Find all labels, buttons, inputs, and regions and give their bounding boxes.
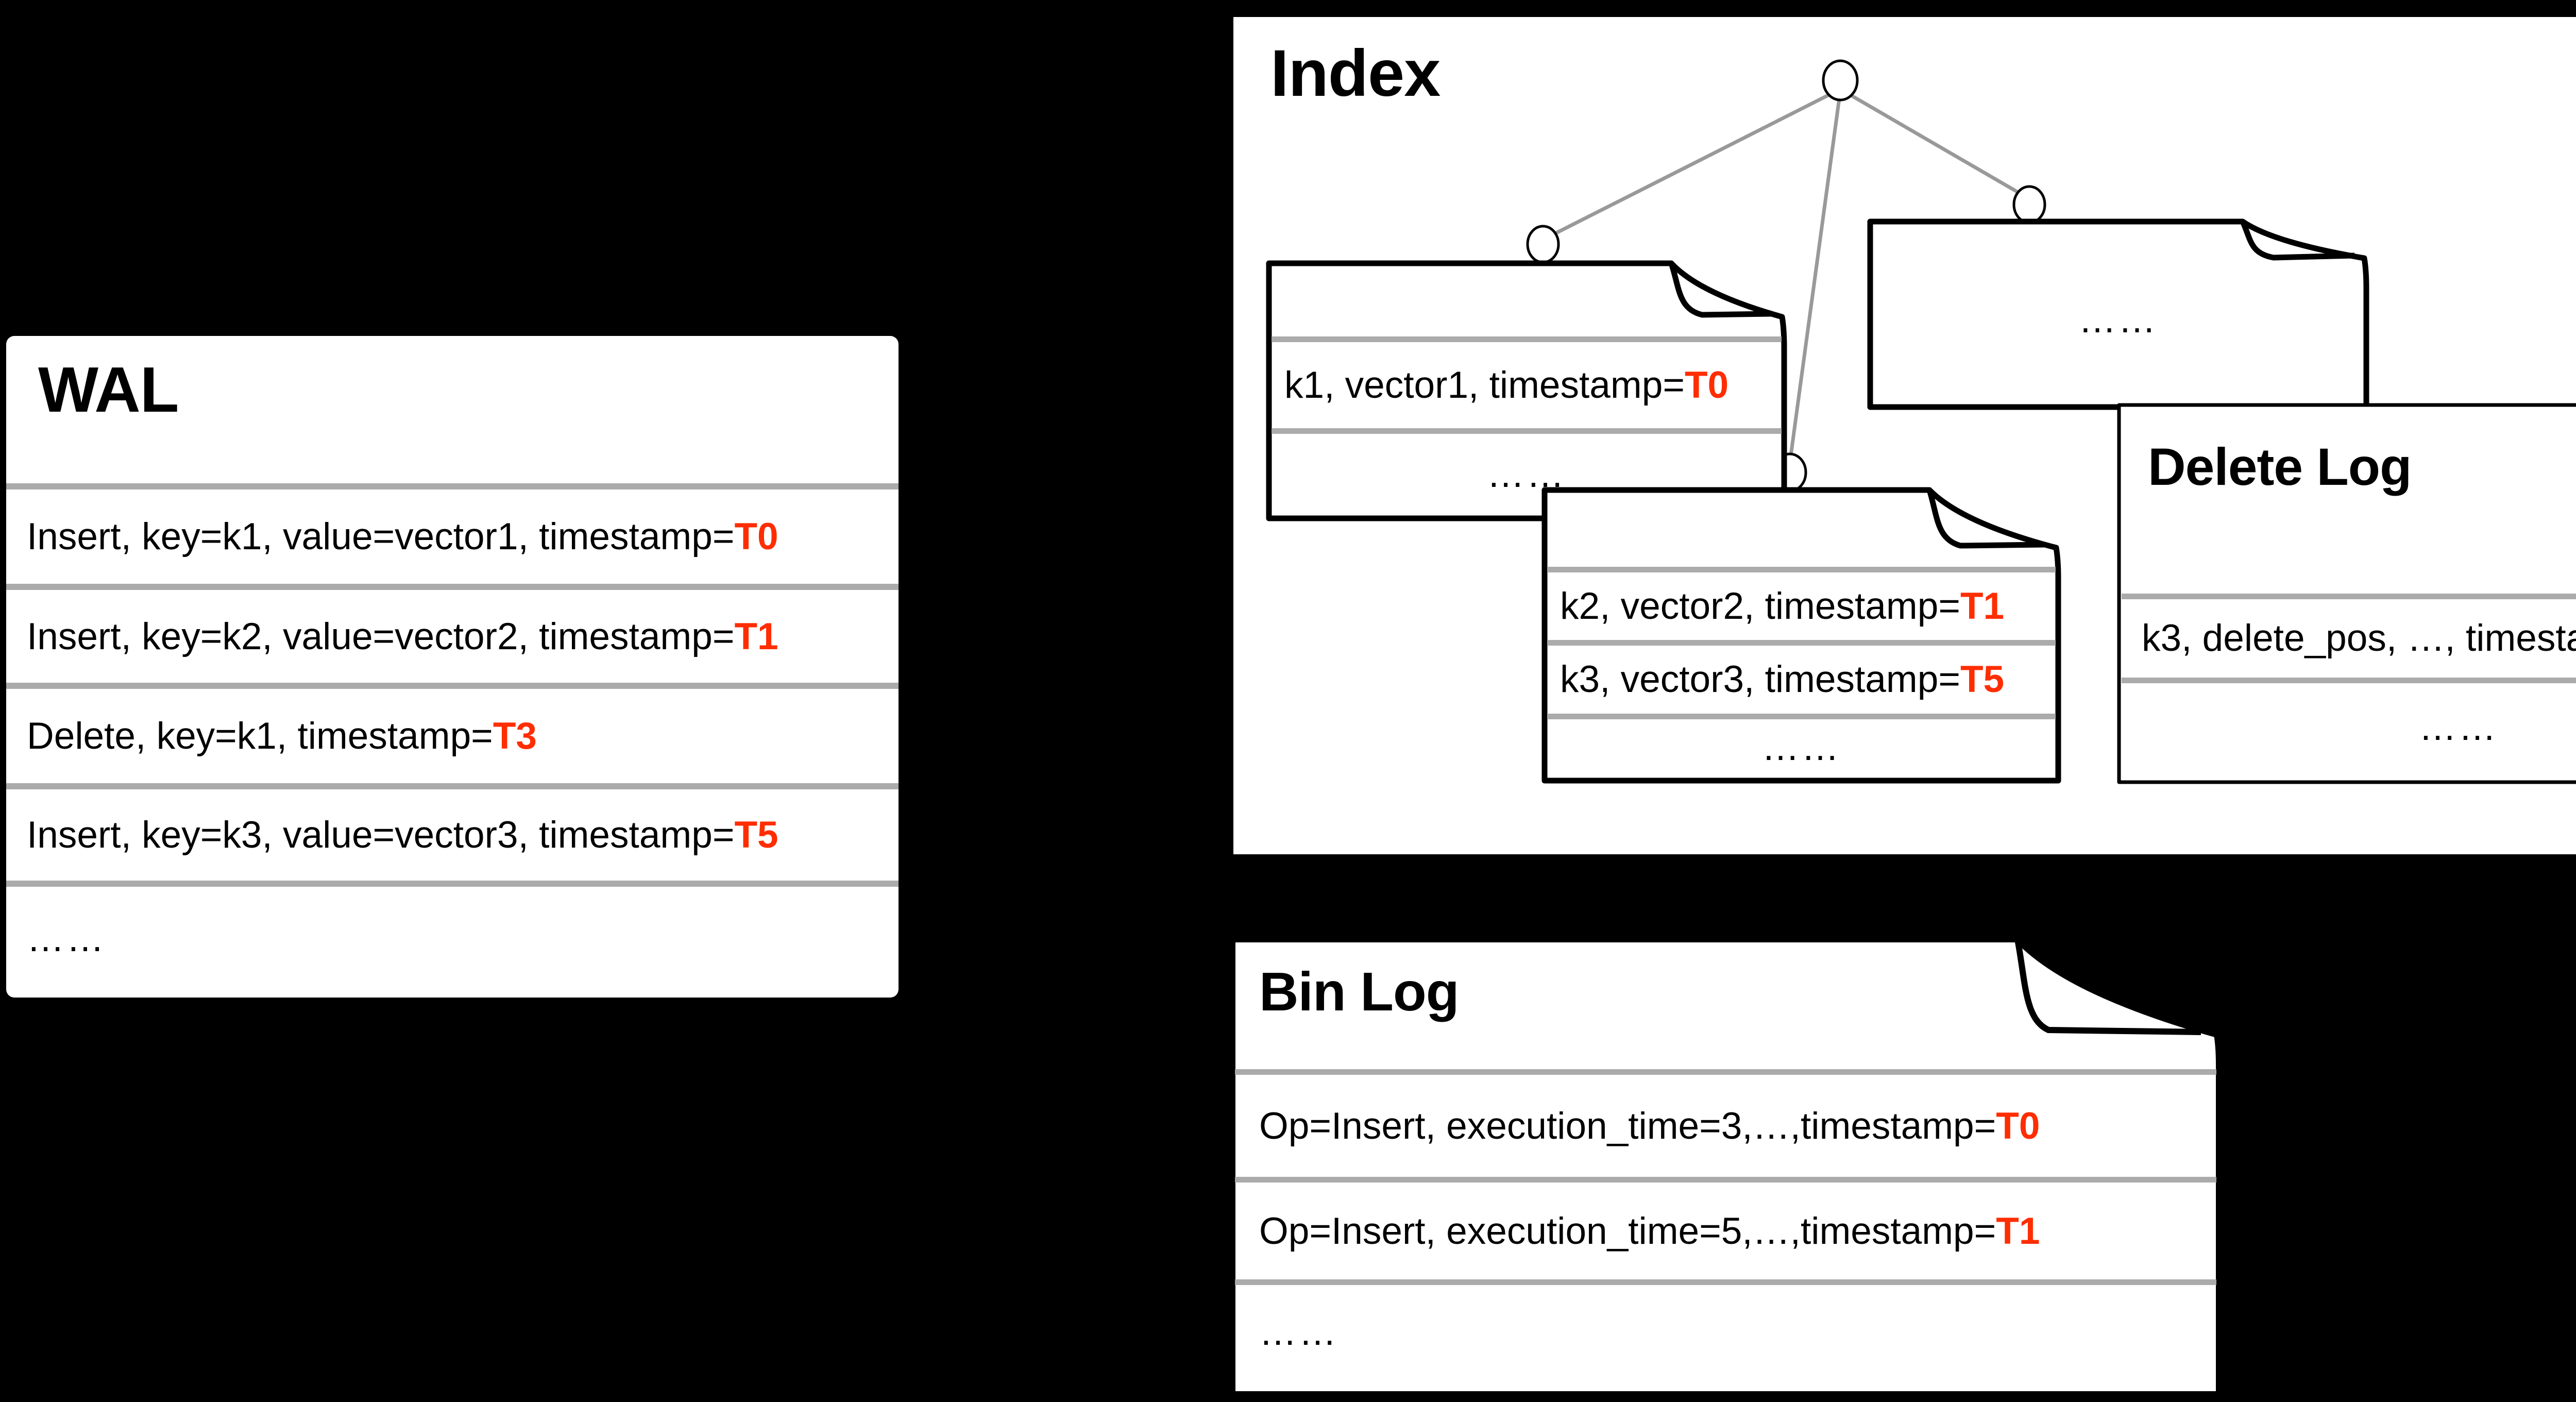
timestamp-value: T1 bbox=[734, 615, 778, 657]
wal-title: WAL bbox=[38, 354, 179, 426]
timestamp-value: T3 bbox=[493, 715, 537, 757]
timestamp-value: T1 bbox=[1960, 585, 2005, 627]
delete-log-doc: Delete Log k3, delete_pos, …, timestamp=… bbox=[2117, 403, 2576, 784]
bin-log-doc: Bin Log Op=Insert, execution_time=3,…,ti… bbox=[1229, 936, 2222, 1397]
divider bbox=[1235, 1177, 2216, 1183]
segment-doc-3: k2, vector2, timestamp=T1 k3, vector3, t… bbox=[1541, 487, 2061, 784]
wal-row-text: Insert, key=k1, value=vector1, timestamp… bbox=[27, 516, 735, 558]
wal-row: Delete, key=k1, timestamp=T3 bbox=[6, 689, 899, 783]
segment-doc-1: k1, vector1, timestamp=T0 …… bbox=[1266, 260, 1787, 521]
timestamp-value: T1 bbox=[1996, 1210, 2040, 1252]
wal-row: Insert, key=k1, value=vector1, timestamp… bbox=[6, 489, 899, 584]
folded-corner-icon bbox=[2014, 938, 2201, 1035]
delete-log-ellipsis-row: …… bbox=[2419, 706, 2498, 748]
folded-corner-icon bbox=[2240, 220, 2355, 261]
folded-corner-icon bbox=[1668, 262, 1772, 318]
wal-panel: WAL Insert, key=k1, value=vector1, times… bbox=[6, 336, 899, 998]
bin-log-ellipsis-row: …… bbox=[1259, 1311, 1338, 1353]
segment-ellipsis-row: …… bbox=[2078, 298, 2158, 341]
divider bbox=[6, 483, 899, 489]
segment-row: k1, vector1, timestamp=T0 bbox=[1284, 364, 1729, 406]
divider bbox=[1547, 567, 2056, 572]
segment-doc-2: …… bbox=[1867, 218, 2369, 410]
divider bbox=[1272, 428, 1782, 434]
divider bbox=[6, 683, 899, 689]
tree-node-circle bbox=[2012, 185, 2046, 224]
wal-row-text: Insert, key=k3, value=vector3, timestamp… bbox=[27, 814, 735, 856]
wal-row: Insert, key=k2, value=vector2, timestamp… bbox=[6, 590, 899, 683]
divider bbox=[1547, 640, 2056, 646]
index-panel: Index k1, vector1, ti bbox=[1231, 14, 2576, 857]
delete-log-title: Delete Log bbox=[2148, 437, 2412, 496]
divider bbox=[2122, 594, 2576, 599]
tree-edge bbox=[1544, 87, 2028, 460]
timestamp-value: T0 bbox=[1996, 1105, 2040, 1147]
wal-ellipsis-row: …… bbox=[27, 917, 106, 959]
index-tree bbox=[1526, 59, 2046, 493]
timestamp-value: T0 bbox=[1684, 364, 1729, 406]
divider bbox=[1272, 336, 1782, 342]
divider bbox=[1235, 1069, 2216, 1075]
delete-log-row: k3, delete_pos, …, timestamp=T3 bbox=[2142, 617, 2576, 659]
wal-row-text: Insert, key=k2, value=vector2, timestamp… bbox=[27, 615, 735, 657]
segment-row: k2, vector2, timestamp=T1 bbox=[1560, 585, 2005, 627]
bin-log-title: Bin Log bbox=[1259, 961, 1459, 1022]
wal-row-text: Delete, key=k1, timestamp= bbox=[27, 715, 493, 757]
divider bbox=[1235, 1279, 2216, 1285]
bin-log-row: Op=Insert, execution_time=5,…,timestamp=… bbox=[1259, 1210, 2040, 1252]
divider bbox=[2122, 678, 2576, 683]
index-title: Index bbox=[1270, 37, 1440, 110]
document-shape bbox=[1541, 487, 2061, 784]
timestamp-value: T5 bbox=[734, 814, 778, 856]
divider bbox=[6, 881, 899, 887]
timestamp-value: T0 bbox=[734, 516, 778, 558]
bin-log-row: Op=Insert, execution_time=3,…,timestamp=… bbox=[1259, 1105, 2040, 1147]
segment-row: k3, vector3, timestamp=T5 bbox=[1560, 658, 2005, 700]
tree-root-node-circle bbox=[1822, 59, 1859, 102]
divider bbox=[6, 584, 899, 590]
folded-corner-icon bbox=[1926, 489, 2046, 549]
segment-ellipsis-row: …… bbox=[1761, 726, 1841, 768]
divider bbox=[6, 783, 899, 789]
divider bbox=[1547, 714, 2056, 719]
tree-node-circle bbox=[1526, 225, 1560, 264]
timestamp-value: T5 bbox=[1960, 658, 2005, 700]
document-shape bbox=[1266, 260, 1787, 521]
wal-row: Insert, key=k3, value=vector3, timestamp… bbox=[6, 789, 899, 881]
document-shape bbox=[1867, 218, 2369, 410]
